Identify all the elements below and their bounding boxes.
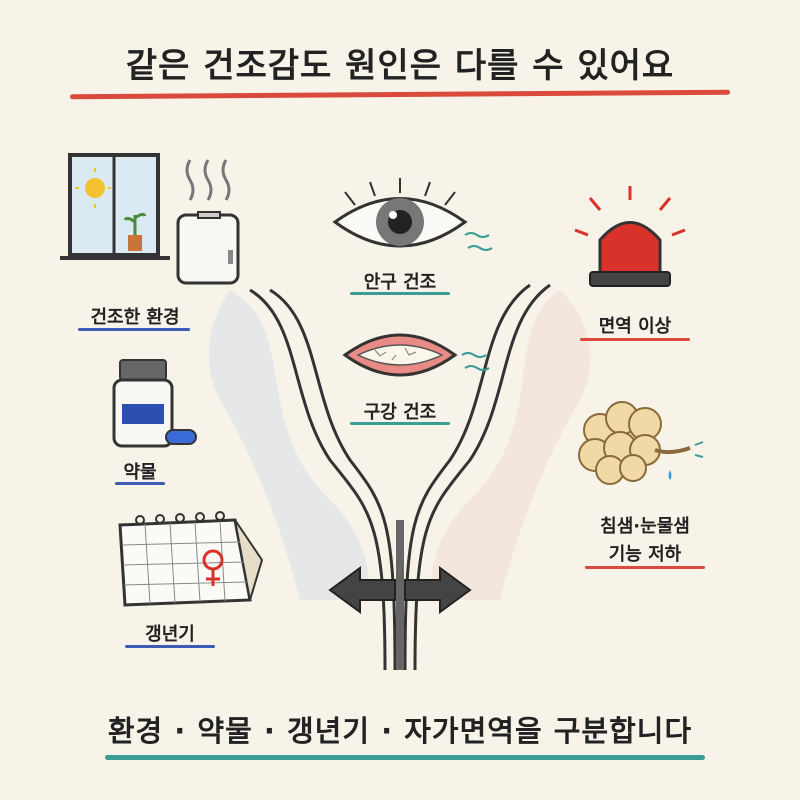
- calendar-icon: [118, 511, 264, 607]
- underline-dry-mouth: [350, 422, 450, 425]
- underline-medication: [115, 482, 165, 485]
- underline-dry-eye: [350, 292, 450, 295]
- mouth-icon: [342, 333, 490, 377]
- underline-menopause: [125, 645, 215, 648]
- label-medication: 약물: [123, 462, 157, 483]
- underline-dry-environment: [78, 328, 190, 331]
- underline-gland: [585, 566, 705, 569]
- eye-icon: [332, 178, 493, 251]
- right-road-shade: [430, 290, 591, 600]
- diverging-road: [249, 283, 551, 671]
- footer-underline: [105, 755, 705, 760]
- humidifier-icon: [176, 159, 240, 285]
- female-symbol-icon: [202, 549, 224, 586]
- left-road-shade: [209, 290, 370, 600]
- label-immune-abnormality: 면역 이상: [598, 316, 672, 337]
- label-dry-mouth: 구강 건조: [363, 402, 437, 423]
- label-dry-eye: 안구 건조: [363, 272, 437, 293]
- window-icon: [60, 153, 170, 260]
- label-gland-line2: 기능 저하: [608, 544, 682, 565]
- label-menopause: 갱년기: [145, 624, 195, 645]
- pill-bottle-icon: [112, 359, 197, 448]
- alarm-light-icon: [574, 186, 686, 287]
- label-gland-line1: 침샘·눈물샘: [600, 516, 690, 537]
- footer-summary: 환경 · 약물 · 갱년기 · 자가면역을 구분합니다: [107, 714, 693, 748]
- underline-immune: [580, 338, 690, 341]
- double-arrow-icon: [328, 566, 472, 614]
- page-title: 같은 건조감도 원인은 다를 수 있어요: [125, 46, 675, 86]
- label-dry-environment: 건조한 환경: [90, 307, 180, 328]
- gland-icon: [578, 401, 704, 485]
